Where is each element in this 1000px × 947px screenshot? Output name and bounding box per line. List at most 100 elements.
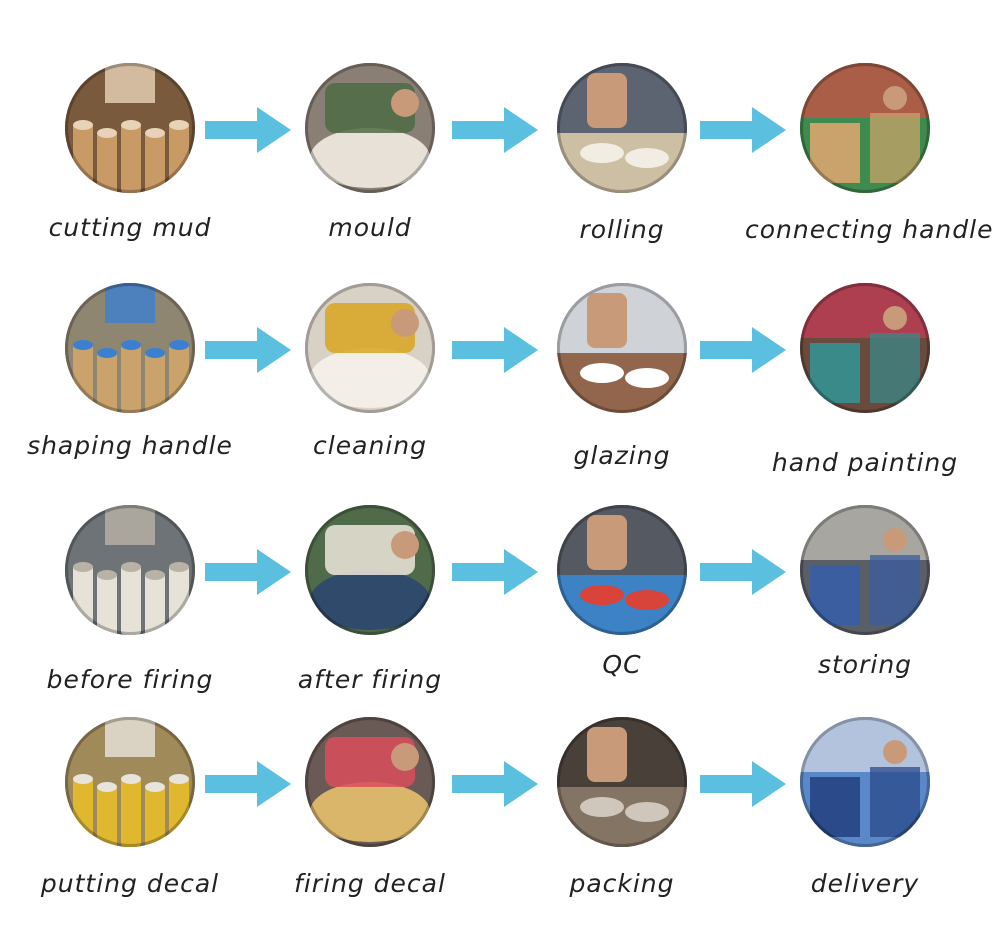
step-label: shaping handle: [27, 431, 233, 460]
scene-shape: [97, 351, 117, 413]
scene-shape: [169, 774, 189, 784]
scene-shape: [870, 113, 920, 183]
step-label: glazing: [573, 441, 671, 470]
process-step: delivery: [745, 717, 985, 947]
scene-shape: [883, 528, 907, 552]
photo-vignette: [305, 505, 435, 635]
cutting-mud-photo-icon: [65, 63, 195, 193]
delivery-photo-icon: [800, 717, 930, 847]
mould-photo-icon: [305, 63, 435, 193]
scene-shape: [557, 575, 687, 635]
arrow-shape: [700, 761, 786, 807]
scene-shape: [73, 562, 93, 572]
before-firing-photo-icon: [65, 505, 195, 635]
scene-shape: [391, 743, 419, 771]
photo-vignette: [557, 717, 687, 847]
scene-shape: [557, 787, 687, 847]
scene-shape: [97, 128, 117, 138]
scene-shape: [145, 573, 165, 635]
step-label: delivery: [810, 869, 920, 898]
scene-shape: [587, 293, 627, 348]
step-label: before firing: [46, 665, 214, 694]
scene-shape: [97, 573, 117, 635]
scene-shape: [97, 785, 117, 847]
scene-shape: [587, 727, 627, 782]
scene-shape: [169, 562, 189, 572]
scene-shape: [580, 143, 624, 163]
scene-shape: [97, 782, 117, 792]
step-label: storing: [817, 650, 913, 679]
scene-shape: [625, 148, 669, 168]
photo-vignette: [65, 505, 195, 635]
photo-vignette: [557, 505, 687, 635]
scene-shape: [325, 83, 415, 133]
flow-arrow-icon: [205, 325, 291, 375]
arrow-shape: [452, 327, 538, 373]
arrow-shape: [700, 327, 786, 373]
scene-shape: [883, 86, 907, 110]
scene-shape: [145, 570, 165, 580]
flow-arrow-icon: [700, 325, 786, 375]
scene-shape: [580, 585, 624, 605]
scene-shape: [625, 802, 669, 822]
scene-shape: [121, 340, 141, 350]
arrow-shape: [700, 549, 786, 595]
process-step: rolling: [502, 63, 742, 293]
scene-shape: [800, 63, 930, 118]
photo-vignette: [65, 717, 195, 847]
photo-vignette: [800, 717, 930, 847]
arrow-shape: [205, 761, 291, 807]
scene-shape: [310, 782, 430, 842]
flow-arrow-icon: [452, 547, 538, 597]
photo-vignette: [557, 283, 687, 413]
process-step: shaping handle: [10, 283, 250, 513]
arrow-shape: [205, 107, 291, 153]
photo-vignette: [305, 717, 435, 847]
scene-shape: [73, 774, 93, 784]
step-label: cleaning: [313, 431, 427, 460]
process-row: shaping handle cleaning glazing hand painti…: [0, 283, 1000, 513]
flow-arrow-icon: [205, 547, 291, 597]
scene-shape: [557, 353, 687, 413]
photo-vignette: [305, 63, 435, 193]
scene-shape: [810, 343, 860, 403]
scene-shape: [105, 283, 155, 323]
scene-shape: [73, 777, 93, 847]
scene-shape: [557, 133, 687, 193]
step-label: connecting handle: [745, 215, 994, 244]
arrow-shape: [700, 107, 786, 153]
scene-shape: [73, 343, 93, 413]
cleaning-photo-icon: [305, 283, 435, 413]
scene-shape: [587, 515, 627, 570]
scene-shape: [810, 123, 860, 183]
flow-arrow-icon: [452, 759, 538, 809]
scene-shape: [169, 120, 189, 130]
scene-shape: [800, 283, 930, 338]
glazing-photo-icon: [557, 283, 687, 413]
step-label: after firing: [297, 665, 443, 694]
scene-shape: [325, 303, 415, 353]
after-firing-photo-icon: [305, 505, 435, 635]
process-step: putting decal: [10, 717, 250, 947]
scene-shape: [883, 740, 907, 764]
flow-arrow-icon: [452, 105, 538, 155]
scene-shape: [625, 368, 669, 388]
scene-shape: [800, 717, 930, 772]
photo-vignette: [65, 63, 195, 193]
scene-shape: [325, 525, 415, 575]
photo-vignette: [65, 283, 195, 413]
process-step: after firing: [250, 505, 490, 735]
connecting-handle-photo-icon: [800, 63, 930, 193]
scene-shape: [391, 531, 419, 559]
scene-shape: [121, 120, 141, 130]
step-label: putting decal: [40, 869, 220, 898]
process-step: firing decal: [250, 717, 490, 947]
packing-photo-icon: [557, 717, 687, 847]
process-step: hand painting: [745, 283, 985, 513]
flow-arrow-icon: [205, 759, 291, 809]
process-step: cutting mud: [10, 63, 250, 293]
scene-shape: [625, 590, 669, 610]
scene-shape: [97, 131, 117, 193]
scene-shape: [580, 363, 624, 383]
